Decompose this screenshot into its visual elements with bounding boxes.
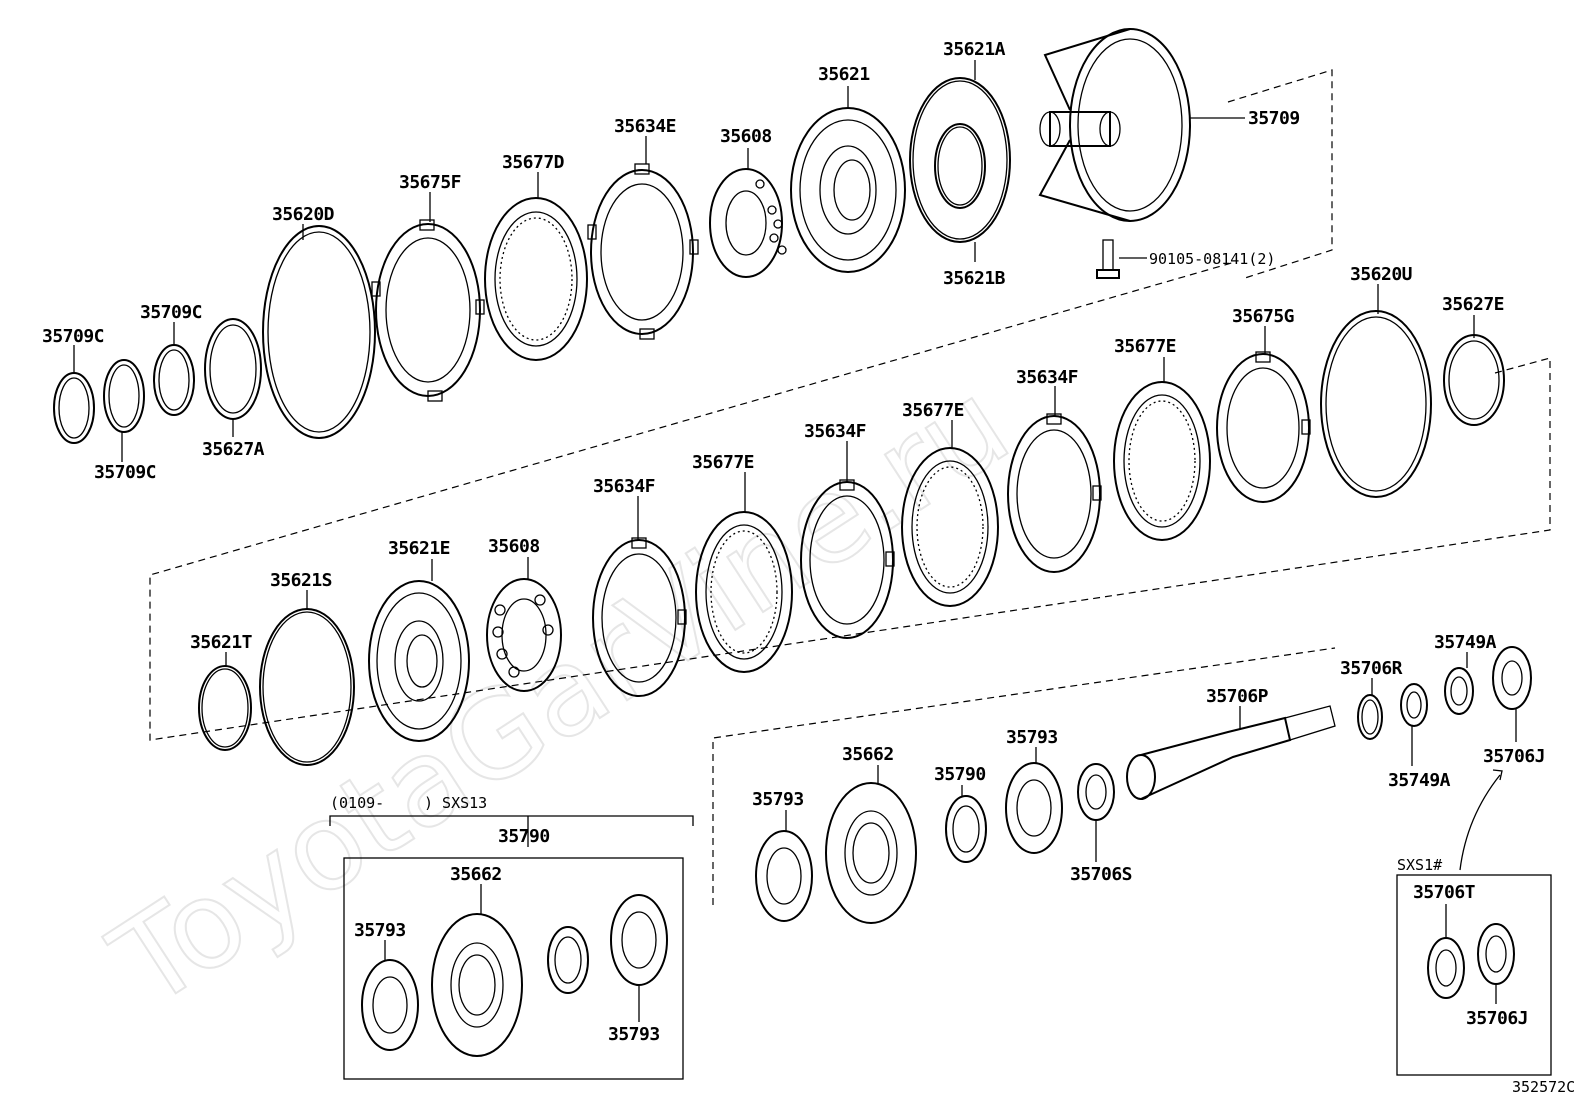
- leader-lines: [73, 60, 1517, 1022]
- label-35709: 35709: [1248, 108, 1300, 129]
- seal-ring-35621S: [259, 608, 355, 766]
- label-35706J-main: 35706J: [1483, 746, 1545, 767]
- label-35662-main: 35662: [842, 744, 894, 765]
- clutch-drum-35709: [1038, 28, 1191, 222]
- label-35621S: 35621S: [270, 570, 332, 591]
- snap-ring-35709C-3: [153, 344, 195, 416]
- ring-35749A-lower: [1400, 683, 1428, 727]
- bearing-35790: [945, 795, 987, 863]
- piston-35621E: [368, 580, 470, 742]
- serial-bracket: [329, 815, 694, 826]
- inset-bearing-35706J: [1477, 923, 1515, 985]
- label-35706R: 35706R: [1340, 658, 1403, 679]
- inset-model: SXS1#: [1397, 856, 1442, 874]
- label-35793-upper: 35793: [1006, 727, 1058, 748]
- label-35621E: 35621E: [388, 538, 450, 559]
- disc-35677E-3: [695, 511, 793, 673]
- plate-35675G: [1216, 351, 1311, 503]
- label-35749A-lower: 35749A: [1388, 770, 1451, 791]
- inset-bearing-35706T: [1427, 937, 1465, 999]
- label-35677E-1: 35677E: [1114, 336, 1176, 357]
- label-35790-inset: 35790: [498, 826, 550, 847]
- snap-ring-35709C-1: [53, 372, 95, 444]
- shaft-35706P: [1126, 705, 1336, 800]
- label-35620U: 35620U: [1350, 264, 1412, 285]
- label-35621B: 35621B: [943, 268, 1006, 289]
- snap-ring-35620D: [262, 225, 376, 439]
- disc-35677E-1: [1113, 381, 1211, 541]
- sun-gear-35662: [825, 782, 917, 924]
- piston-35621: [790, 107, 906, 273]
- label-35709C-1: 35709C: [42, 326, 104, 347]
- snap-ring-35709C-2: [103, 359, 145, 433]
- label-35621A: 35621A: [943, 39, 1006, 60]
- inset-sun-gear: [431, 913, 523, 1057]
- seal-ring-35621A: [909, 77, 1011, 243]
- assembly-outline-top: [1227, 69, 1333, 279]
- plate-35675F: [371, 219, 485, 402]
- assembly-outline-middle: [149, 261, 1551, 741]
- bolt-90105: [1096, 239, 1120, 279]
- ring-35706R: [1357, 694, 1383, 740]
- disc-35677E-2: [901, 447, 999, 607]
- label-35634F-1: 35634F: [1016, 367, 1078, 388]
- ring-35749A-upper: [1444, 667, 1474, 715]
- label-35793-inset-right: 35793: [608, 1024, 660, 1045]
- label-35627E: 35627E: [1442, 294, 1504, 315]
- plate-35634F-1: [1007, 413, 1102, 573]
- label-35677E-2: 35677E: [902, 400, 964, 421]
- label-35608-top: 35608: [720, 126, 772, 147]
- arrow-to-35706J: [1459, 774, 1501, 871]
- label-35627A: 35627A: [202, 439, 265, 460]
- label-35608-middle: 35608: [488, 536, 540, 557]
- label-90105: 90105-08141(2): [1149, 250, 1275, 268]
- label-35793-lower: 35793: [752, 789, 804, 810]
- label-35790-main: 35790: [934, 764, 986, 785]
- label-35706S: 35706S: [1070, 864, 1132, 885]
- label-35675F: 35675F: [399, 172, 461, 193]
- serial-range: (0109-: [330, 794, 384, 812]
- label-35706J-inset: 35706J: [1466, 1008, 1528, 1029]
- snap-ring-35627E: [1443, 334, 1505, 426]
- label-35634E: 35634E: [614, 116, 676, 137]
- seal-ring-35621B: [934, 123, 986, 209]
- label-35675G: 35675G: [1232, 306, 1294, 327]
- inset-thrust-washer-left: [361, 959, 419, 1051]
- sxs13-inset-box: [343, 857, 684, 1080]
- inset-bearing: [547, 926, 589, 994]
- label-35706P: 35706P: [1206, 686, 1269, 707]
- label-35621T: 35621T: [190, 632, 253, 653]
- serial-model: ) SXS13: [424, 794, 487, 812]
- bearing-35706J: [1492, 646, 1532, 710]
- washer-35706S: [1077, 763, 1115, 821]
- inset-thrust-washer-right: [610, 894, 668, 986]
- thrust-washer-35793-left: [755, 830, 813, 922]
- snap-ring-35627A: [204, 318, 262, 420]
- label-35677D: 35677D: [502, 152, 565, 173]
- arrow-head: [1492, 769, 1503, 781]
- spring-pack-35608-middle: [486, 578, 562, 692]
- thrust-washer-35793-right: [1005, 762, 1063, 854]
- snap-ring-35620U: [1320, 310, 1432, 498]
- label-35634F-3: 35634F: [593, 476, 655, 497]
- label-35709C-2: 35709C: [94, 462, 156, 483]
- label-35709C-3: 35709C: [140, 302, 202, 323]
- disc-35677D: [484, 197, 588, 361]
- label-35706T: 35706T: [1413, 882, 1476, 903]
- label-35662-inset: 35662: [450, 864, 502, 885]
- spring-pack-35608-top: [709, 168, 787, 278]
- label-35621: 35621: [818, 64, 870, 85]
- label-35620D: 35620D: [272, 204, 335, 225]
- seal-ring-35621T: [198, 665, 252, 751]
- label-35677E-3: 35677E: [692, 452, 754, 473]
- plate-35634E: [587, 163, 699, 340]
- label-35793-inset-left: 35793: [354, 920, 406, 941]
- plate-35634F-3: [592, 537, 687, 697]
- diagram-code: 352572C: [1512, 1078, 1575, 1096]
- label-35634F-2: 35634F: [804, 421, 866, 442]
- label-35749A-upper: 35749A: [1434, 632, 1497, 653]
- sxs1-inset-box: [1396, 874, 1552, 1076]
